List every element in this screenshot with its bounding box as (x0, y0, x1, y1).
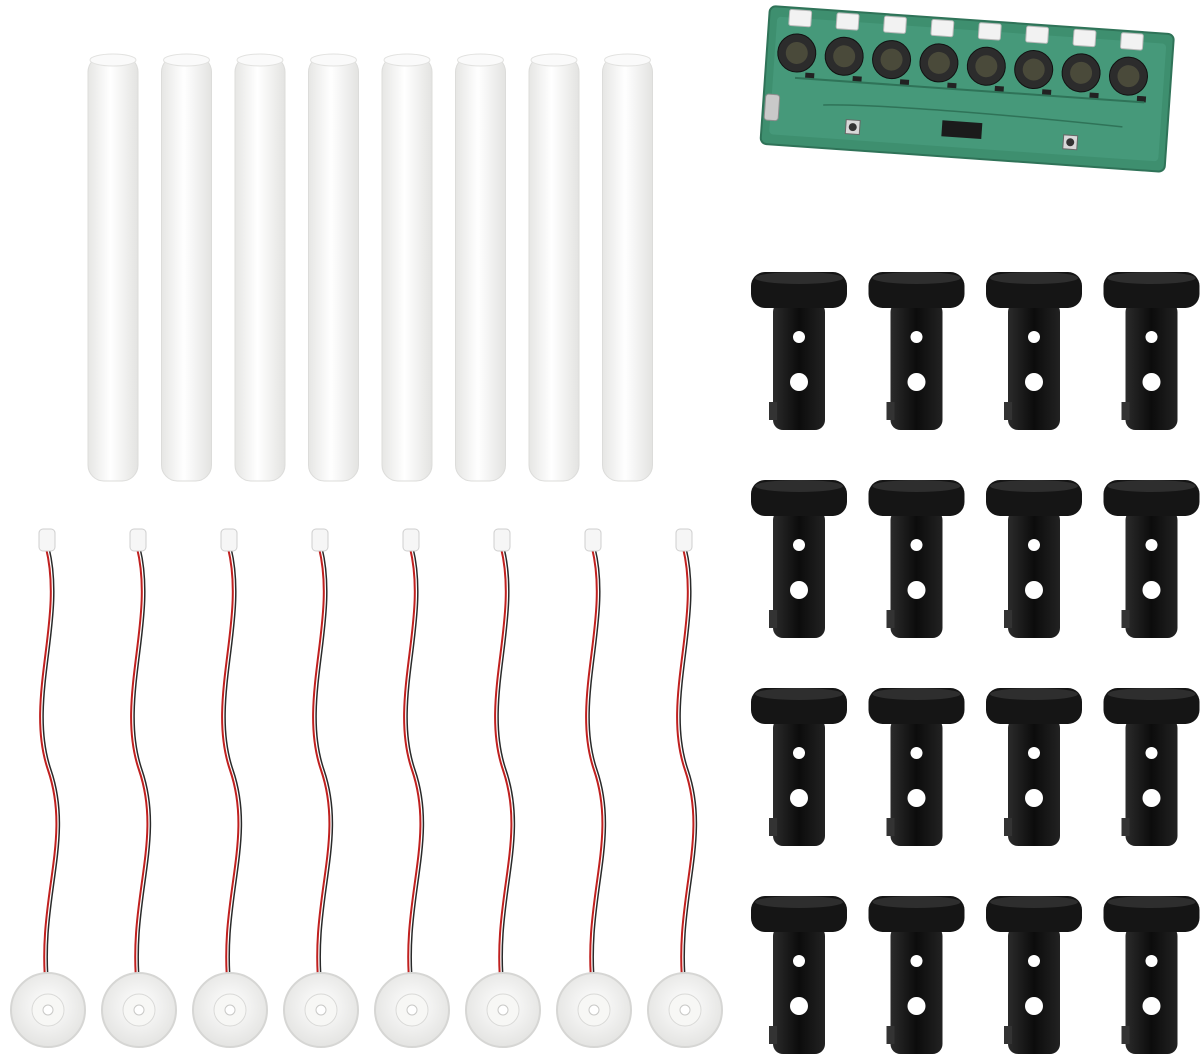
transducer (647, 528, 723, 1048)
holder (986, 272, 1082, 430)
connector (835, 12, 860, 31)
holder (868, 688, 965, 846)
holder (751, 896, 847, 1054)
holder (868, 272, 965, 430)
black-holders (751, 272, 1200, 1054)
atomizer-transducers (10, 528, 723, 1048)
filter-stick (308, 53, 359, 482)
connectors (788, 9, 1144, 51)
ic-chip (941, 120, 983, 140)
inductors (777, 33, 1148, 103)
filter-stick (87, 53, 139, 482)
connector (977, 22, 1002, 41)
filter-stick (455, 53, 506, 482)
holder (1103, 688, 1200, 846)
pcb-module-icon (759, 5, 1175, 173)
connector (930, 18, 955, 38)
connector (1072, 28, 1097, 48)
holder (986, 896, 1082, 1054)
holder (1103, 896, 1200, 1054)
connector (1025, 25, 1050, 44)
transducer (465, 528, 541, 1048)
holder (868, 896, 965, 1054)
filter-stick (602, 53, 653, 482)
holder (1103, 272, 1200, 430)
filter-stick (381, 53, 433, 482)
filter-stick (234, 53, 286, 482)
holder (986, 480, 1082, 638)
holder (751, 480, 847, 638)
transducer (10, 528, 86, 1048)
transducer (283, 528, 359, 1048)
connector (788, 9, 813, 28)
transducer (374, 528, 450, 1048)
filter-stick (528, 53, 580, 482)
connector (883, 15, 907, 34)
filter-sticks (87, 53, 653, 482)
holder (751, 272, 847, 430)
transducer (101, 528, 177, 1048)
transducer (556, 528, 632, 1048)
usb-c-port (763, 93, 781, 122)
holder (986, 688, 1082, 846)
filter-stick (161, 53, 212, 482)
holder (868, 480, 965, 638)
connector (1120, 32, 1144, 51)
holder (1103, 480, 1200, 638)
holder (751, 688, 847, 846)
transducer (192, 528, 268, 1048)
